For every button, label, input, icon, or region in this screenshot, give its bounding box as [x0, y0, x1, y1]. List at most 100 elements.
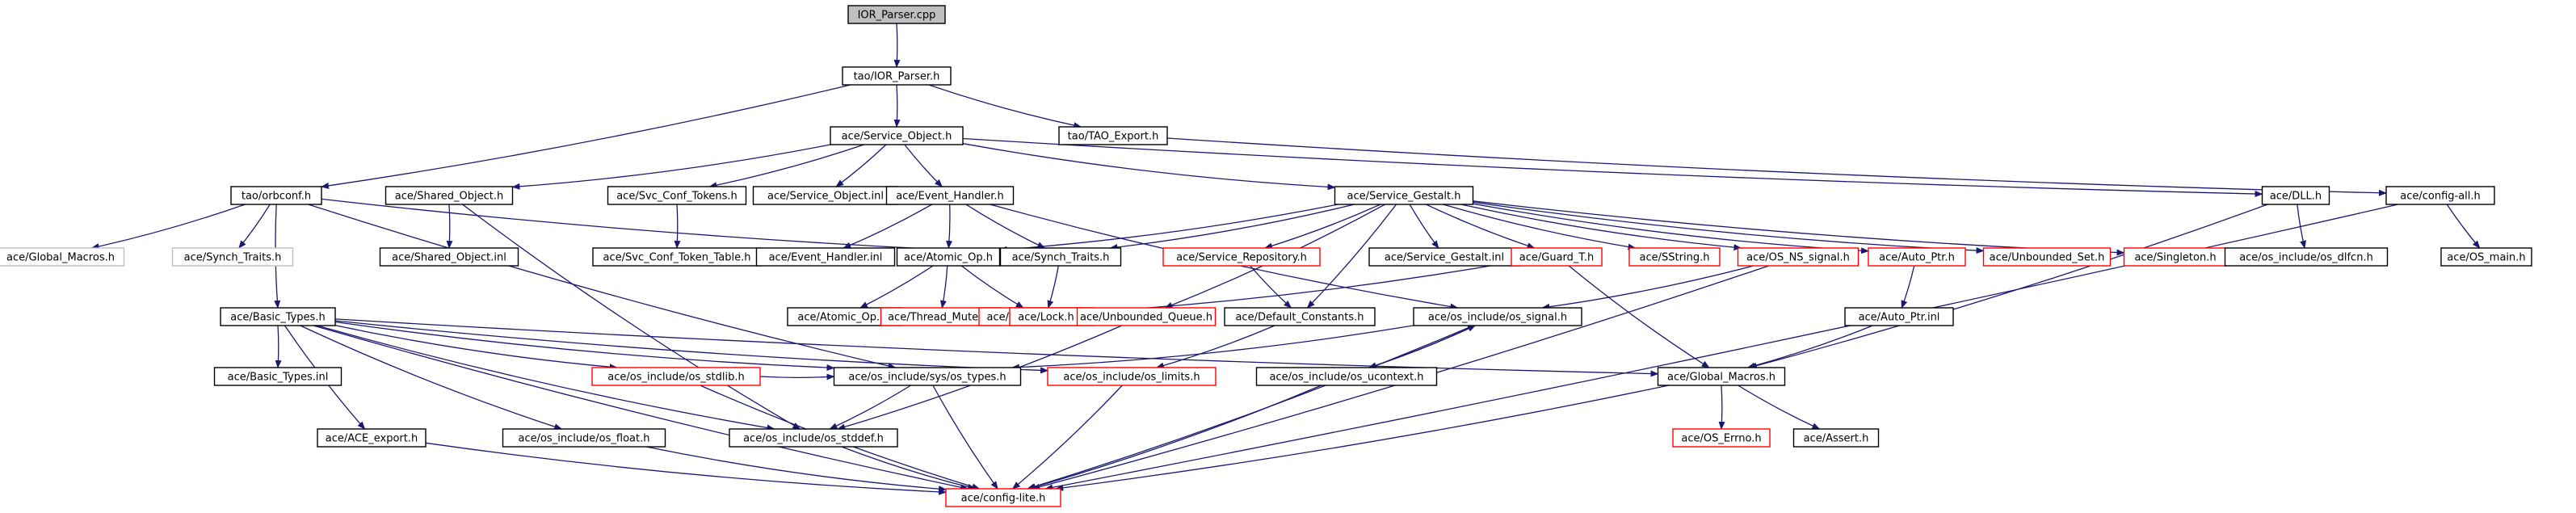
node-ace_os_include_os_limits_h[interactable]: ace/os_include/os_limits.h: [1047, 367, 1217, 386]
node-ace_auto_ptr_h[interactable]: ace/Auto_Ptr.h: [1868, 247, 1966, 267]
node-ace_basic_types_h[interactable]: ace/Basic_Types.h: [220, 307, 336, 326]
node-ace_service_gestalt_h[interactable]: ace/Service_Gestalt.h: [1334, 186, 1474, 205]
node-ace_sstring_h[interactable]: ace/SString.h: [1628, 247, 1721, 267]
node-box[interactable]: [171, 247, 294, 267]
node-box[interactable]: [591, 367, 761, 386]
node-box[interactable]: [1255, 367, 1438, 386]
node-ace_basic_types_inl[interactable]: ace/Basic_Types.inl: [213, 367, 342, 386]
node-ace_atomic_op_h[interactable]: ace/Atomic_Op.h: [896, 247, 1001, 267]
node-ace_global_macros_h[interactable]: ace/Global_Macros.h: [1657, 367, 1786, 386]
node-label: ace/Service_Object.h: [842, 131, 952, 143]
node-ace_lock_h[interactable]: ace/Lock.h: [1009, 307, 1083, 326]
node-box[interactable]: [1511, 247, 1603, 267]
node-box[interactable]: [1844, 307, 1954, 326]
node-box[interactable]: [317, 428, 427, 448]
node-ace_os_include_sys_os_types_h[interactable]: ace/os_include/sys/os_types.h: [833, 367, 1022, 386]
node-label: tao/orbconf.h: [242, 191, 311, 203]
node-ace_svc_conf_tokens_h[interactable]: ace/Svc_Conf_Tokens.h: [607, 186, 747, 205]
node-ace_os_errno_h[interactable]: ace/OS_Errno.h: [1672, 428, 1771, 448]
node-ace_singleton_h[interactable]: ace/Singleton.h: [2123, 247, 2228, 267]
node-ace_service_repository_h[interactable]: ace/Service_Repository.h: [1162, 247, 1321, 267]
node-ace_os_main_h[interactable]: ace/OS_main.h: [2440, 247, 2532, 267]
node-box[interactable]: [213, 367, 342, 386]
node-ace_thread_mutex_h[interactable]: ace/Thread_Mutex.h: [880, 307, 1002, 326]
node-ace_svc_conf_token_table_h[interactable]: ace/Svc_Conf_Token_Table.h: [592, 247, 762, 267]
node-box[interactable]: [830, 126, 964, 145]
node-ace_synch_traits_h_missing[interactable]: ace/Synch_Traits.h: [171, 247, 294, 267]
node-ace_auto_ptr_inl[interactable]: ace/Auto_Ptr.inl: [1844, 307, 1954, 326]
node-ace_event_handler_h[interactable]: ace/Event_Handler.h: [885, 186, 1015, 205]
node-ace_os_include_os_dlfcn_h[interactable]: ace/os_include/os_dlfcn.h: [2224, 247, 2389, 267]
node-ace_os_include_os_ucontext_h[interactable]: ace/os_include/os_ucontext.h: [1255, 367, 1438, 386]
node-ace_assert_h[interactable]: ace/Assert.h: [1792, 428, 1880, 448]
node-label: ace/os_include/os_stdlib.h: [607, 372, 744, 384]
node-box[interactable]: [1162, 247, 1321, 267]
node-box[interactable]: [896, 247, 1001, 267]
node-label: ace/os_include/os_ucontext.h: [1269, 372, 1423, 384]
node-ace_default_constants_h[interactable]: ace/Default_Constants.h: [1224, 307, 1376, 326]
node-ace_atomic_op_inl[interactable]: ace/Atomic_Op.inl: [787, 307, 903, 326]
edge-ace_service_repository_h-to-ace_default_constants_h: [1250, 265, 1292, 309]
node-ace_service_gestalt_inl[interactable]: ace/Service_Gestalt.inl: [1368, 247, 1520, 267]
node-box[interactable]: [379, 247, 519, 267]
node-box[interactable]: [2224, 247, 2389, 267]
node-ace_guard_t_h[interactable]: ace/Guard_T.h: [1511, 247, 1603, 267]
node-box[interactable]: [1657, 367, 1786, 386]
node-box[interactable]: [0, 247, 125, 267]
node-box[interactable]: [220, 307, 336, 326]
node-ior_parser_cpp[interactable]: IOR_Parser.cpp: [847, 5, 946, 24]
node-box[interactable]: [729, 428, 898, 448]
node-ace_service_object_inl[interactable]: ace/Service_Object.inl: [752, 186, 899, 205]
node-ace_shared_object_inl[interactable]: ace/Shared_Object.inl: [379, 247, 519, 267]
node-box[interactable]: [230, 186, 322, 205]
node-ace_ace_export_h[interactable]: ace/ACE_export.h: [317, 428, 427, 448]
node-box[interactable]: [755, 247, 896, 267]
node-ace_global_macros_h_missing[interactable]: ace/Global_Macros.h: [0, 247, 125, 267]
node-ace_config_lite_h[interactable]: ace/config-lite.h: [945, 488, 1061, 507]
node-box[interactable]: [1047, 367, 1217, 386]
node-box[interactable]: [1413, 307, 1582, 326]
edge-ace_os_include_os_ucontext_h-to-ace_config_lite_h: [1027, 385, 1322, 490]
node-box[interactable]: [885, 186, 1015, 205]
node-ace_shared_object_h[interactable]: ace/Shared_Object.h: [385, 186, 514, 205]
node-ace_event_handler_inl[interactable]: ace/Event_Handler.inl: [755, 247, 896, 267]
node-box[interactable]: [1737, 247, 1860, 267]
node-ace_dll_h[interactable]: ace/DLL.h: [2261, 186, 2330, 205]
node-box[interactable]: [1792, 428, 1880, 448]
node-ace_os_ns_signal_h[interactable]: ace/OS_NS_signal.h: [1737, 247, 1860, 267]
node-ace_synch_traits_h[interactable]: ace/Synch_Traits.h: [999, 247, 1122, 267]
node-box[interactable]: [1058, 126, 1168, 145]
node-label: ace/os_include/os_float.h: [518, 433, 649, 445]
node-ace_os_include_os_stdlib_h[interactable]: ace/os_include/os_stdlib.h: [591, 367, 761, 386]
node-tao_ior_parser_h[interactable]: tao/IOR_Parser.h: [842, 66, 952, 86]
node-box[interactable]: [945, 488, 1061, 507]
node-box[interactable]: [2261, 186, 2330, 205]
node-ace_unbounded_set_h[interactable]: ace/Unbounded_Set.h: [1982, 247, 2112, 267]
node-box[interactable]: [1224, 307, 1376, 326]
node-box[interactable]: [607, 186, 747, 205]
node-box[interactable]: [1868, 247, 1966, 267]
node-ace_os_include_os_signal_h[interactable]: ace/os_include/os_signal.h: [1413, 307, 1582, 326]
node-box[interactable]: [385, 186, 514, 205]
edge-ace_basic_types_h-to-ace_config_lite_h: [313, 325, 969, 491]
node-box[interactable]: [2385, 186, 2495, 205]
node-box[interactable]: [842, 66, 952, 86]
node-tao_orbconf_h[interactable]: tao/orbconf.h: [230, 186, 322, 205]
edge-ace_service_gestalt_h-to-ace_service_repository_h: [1264, 204, 1381, 250]
node-box[interactable]: [1982, 247, 2112, 267]
node-box[interactable]: [502, 428, 666, 448]
node-box[interactable]: [1076, 307, 1217, 326]
node-box[interactable]: [1672, 428, 1771, 448]
node-box[interactable]: [1628, 247, 1721, 267]
node-ace_os_include_os_stddef_h[interactable]: ace/os_include/os_stddef.h: [729, 428, 898, 448]
node-box[interactable]: [999, 247, 1122, 267]
node-box[interactable]: [1334, 186, 1474, 205]
node-ace_os_include_os_float_h[interactable]: ace/os_include/os_float.h: [502, 428, 666, 448]
node-tao_tao_export_h[interactable]: tao/TAO_Export.h: [1058, 126, 1168, 145]
node-ace_config_all_h[interactable]: ace/config-all.h: [2385, 186, 2495, 205]
node-box[interactable]: [847, 5, 946, 24]
node-box[interactable]: [2440, 247, 2532, 267]
node-ace_unbounded_queue_h[interactable]: ace/Unbounded_Queue.h: [1076, 307, 1217, 326]
node-box[interactable]: [833, 367, 1022, 386]
node-ace_service_object_h[interactable]: ace/Service_Object.h: [830, 126, 964, 145]
